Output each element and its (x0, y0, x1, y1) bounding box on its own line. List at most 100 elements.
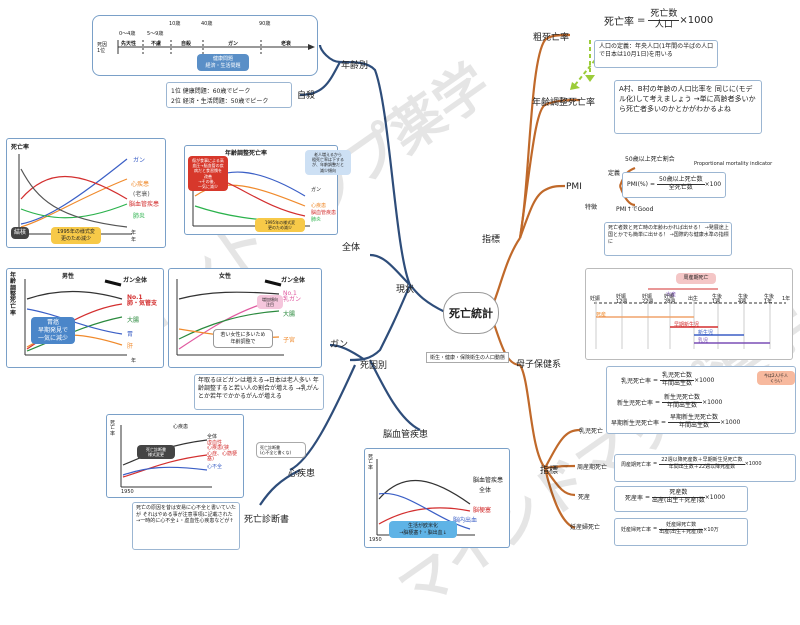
branch-shihyo2[interactable]: 指標 (540, 466, 559, 476)
formula-early-neonatal-frac: 早期新生児死亡数 年間出生数 (668, 414, 721, 429)
chart-male-ylabel: 年 齢 調 整 死 亡 率 (10, 272, 17, 317)
pmi-formula-den: 全死亡数 (668, 183, 693, 191)
formula-infant-lhs: 乳児死亡率 (621, 377, 652, 385)
chart-adj-gan: ガン (311, 187, 322, 193)
chart-heart-failure: 心不全 (207, 464, 223, 470)
branch-shibou-shindan[interactable]: 死亡診断書 (244, 515, 290, 525)
chart-brain-title: 脳血管疾患 (473, 477, 504, 484)
jisatsu-line-1: 1位 健康問題：60歳でピーク (171, 88, 251, 95)
chart-adj-box: 年齢調整死亡率 傷が食事による高 血圧→脳血管の疾 病だと食習慣を 改善 →その… (184, 145, 351, 235)
chart-male-lung: No.1 肺・気管支 (127, 294, 158, 308)
branch-zentai[interactable]: 全体 (342, 243, 361, 253)
jisatsu-line-2: 2位 経済・生活問題：50歳でピーク (171, 98, 269, 105)
boshi-timeline-box: 周産期死亡 出産 妊娠 妊娠 12週 妊娠 22週 妊娠 28週 出生 生後 1… (585, 268, 793, 360)
tick-10: 10歳 (169, 21, 181, 27)
health-tag: 健康問題 経済・生活問題 (197, 54, 249, 71)
formula-infant-den: 年間出生数 (662, 379, 693, 387)
infant-formulas-box: 乳児死亡率 = 乳児死亡数 年間出生数 ×1000 今は2人/千人 くらい 新生… (606, 366, 796, 434)
shibou-note-text: 死亡の原因を昔は安易に心不全と書いていたが それはやめる事が注意事項に記載された… (136, 505, 236, 524)
chart-heart-title: 心疾患 (173, 424, 189, 430)
jinko-note-text: 人口の定義：年央人口(1年間の半ばの人口で日本は10月1日)を用いる (599, 43, 714, 59)
tick-birth: 出生 (688, 296, 699, 302)
chart-heart-dark-tag: 死亡診断書 様式変更 (137, 445, 175, 460)
chart-all-svg (18, 154, 132, 235)
pmi-formula: PMI(%) = 50歳以上死亡数 全死亡数 ×100 (627, 176, 721, 191)
branch-boshi[interactable]: 母子保健系 (516, 360, 562, 370)
pmi-teigi-label: 定義 (608, 170, 621, 177)
formula-infant: 乳児死亡率 = 乳児死亡数 年間出生数 ×1000 (621, 372, 715, 387)
chart-all-gan: ガン (133, 157, 146, 164)
tick-ninshin: 妊娠 (590, 296, 601, 302)
chart-heart-all: 全体 (207, 434, 218, 440)
branch-shiin[interactable]: 死因別 (360, 361, 388, 371)
formula-neonatal-den: 年間出生数 (667, 401, 698, 409)
chart-female-callout: 若い女性に多いため 年齢調整で (213, 329, 273, 348)
chart-brain-kousoku: 脳梗塞 (473, 507, 492, 514)
formula-stillbirth-times: ×1000 (704, 493, 726, 501)
formula-infant-times: ×1000 (694, 376, 715, 384)
chart-heart-ischemic: 虚血性 心疾患(狭 心症、心筋梗 塞) (207, 440, 238, 462)
age-timeline-graphic (117, 40, 315, 54)
formula-neonatal: 新生児死亡率 = 新生児死亡数 年間出生数 ×1000 (617, 394, 722, 409)
equals-sign: = (653, 526, 658, 532)
formula-early-neonatal-den: 年間出生数 (679, 421, 710, 429)
segment-jisatsu: 自殺 (181, 41, 192, 47)
formula-early-neonatal: 早期新生児死亡率 = 早期新生児死亡数 年間出生数 ×1000 (611, 414, 741, 429)
branch-shinshikkan[interactable]: 心疾患 (288, 469, 316, 479)
pmi-formula-lhs: PMI(%) (627, 180, 648, 188)
chart-all-xlabel: 年 年 (131, 230, 137, 243)
formula-early-neonatal-lhs: 早期新生児死亡率 (611, 419, 660, 427)
equals-sign: = (661, 418, 667, 426)
pmi-note: 死亡者数と死亡時の年齢わかれば出せる！ →発展途上国とかでも簡単に出せる！ →国… (604, 222, 732, 256)
chart-heart-x: 1950 (121, 489, 134, 495)
formula-maternal-den: 出産(出生＋死産)数 (659, 528, 704, 535)
tick-4w: 生後 4週 (738, 294, 749, 306)
formula-stillbirth-num: 死産数 (652, 489, 705, 498)
crude-formula-frac: 死亡数 人口 (648, 9, 680, 31)
branch-pmi[interactable]: PMI (566, 182, 582, 192)
branch-genjo[interactable]: 現状 (396, 285, 415, 295)
chart-female-title: 女性 (219, 273, 232, 280)
branch-shihyo[interactable]: 指標 (482, 235, 501, 245)
chart-adj-title: 年齢調整死亡率 (225, 150, 268, 157)
crude-formula-times: ×1000 (679, 14, 714, 26)
chart-all-rousui: (老衰) (133, 191, 150, 198)
equals-sign: = (653, 376, 659, 384)
center-node[interactable]: 死亡統計 (443, 292, 499, 334)
tick-0-4: 0〜4歳 (119, 31, 136, 37)
maternal-box: 妊産婦死亡率 = 妊産婦死亡数 出産(出生＋死産)数 ×10万 (614, 518, 748, 546)
branch-sosibouritsu[interactable]: 粗死亡率 (533, 33, 570, 43)
chart-all-nou: 脳血管疾患 (129, 201, 160, 208)
shihyo-shusanki: 周産期死亡 (577, 464, 608, 471)
branch-nenrei[interactable]: 年齢調整死亡率 (532, 98, 596, 108)
formula-infant-frac: 乳児死亡数 年間出生数 (660, 372, 695, 387)
branch-noukekkan[interactable]: 脳血管疾患 (383, 430, 429, 440)
pmi-teigi-text: 50歳以上死亡割合 (625, 156, 675, 163)
chart-female-pink-tag: 増加傾向 注目 (257, 295, 283, 310)
crude-formula-num: 死亡数 (648, 9, 680, 21)
shibou-small-note: 死亡診断書 (心不全と書くな) (256, 442, 306, 459)
crude-formula-lhs: 死亡率 (604, 16, 634, 28)
chart-female-breast: No.1 乳ガン (283, 290, 302, 304)
pmi-good: PMI↑でGood (616, 206, 654, 213)
segment-senten: 先天性 (121, 41, 137, 47)
chart-male-title: 男性 (62, 273, 75, 280)
formula-perinatal-lhs: 周産期死亡率 (621, 461, 652, 468)
branch-jisatsu[interactable]: 自殺 (297, 91, 316, 101)
tick-22w: 妊娠 22週 (642, 294, 654, 306)
formula-early-neonatal-times: ×1000 (720, 418, 741, 426)
formula-perinatal-frac: 22週以降死産数＋早期新生児死亡数 年間出生数＋22週以降死産数 (659, 457, 745, 470)
bar-infant: 乳児 (698, 338, 709, 344)
chart-adj-haien: 肺炎 (311, 217, 322, 223)
perinatal-box: 周産期死亡率 = 22週以降死産数＋早期新生児死亡数 年間出生数＋22週以降死産… (614, 454, 796, 482)
branch-nenreibetsu[interactable]: 年齢別 (341, 61, 369, 71)
formula-infant-num: 乳児死亡数 (660, 372, 695, 381)
chart-male-box: 男性 年 齢 調 整 死 亡 率 ガン全体 No.1 肺・気管支 大腸 胃 肝 … (6, 268, 164, 368)
shihyo-nyuji: 乳児死亡 (579, 428, 604, 435)
tick-90: 90歳 (259, 21, 271, 27)
branch-gan[interactable]: ガン (330, 340, 349, 350)
chart-adj-red-callout: 傷が食事による高 血圧→脳血管の疾 病だと食習慣を 改善 →その後、 一気に減少 (188, 156, 228, 192)
tick-1y: 生後 1年 (764, 294, 775, 306)
crude-formula-den: 人口 (654, 19, 673, 30)
formula-stillbirth-frac: 死産数 出産(出生＋死産)数 (652, 489, 705, 504)
